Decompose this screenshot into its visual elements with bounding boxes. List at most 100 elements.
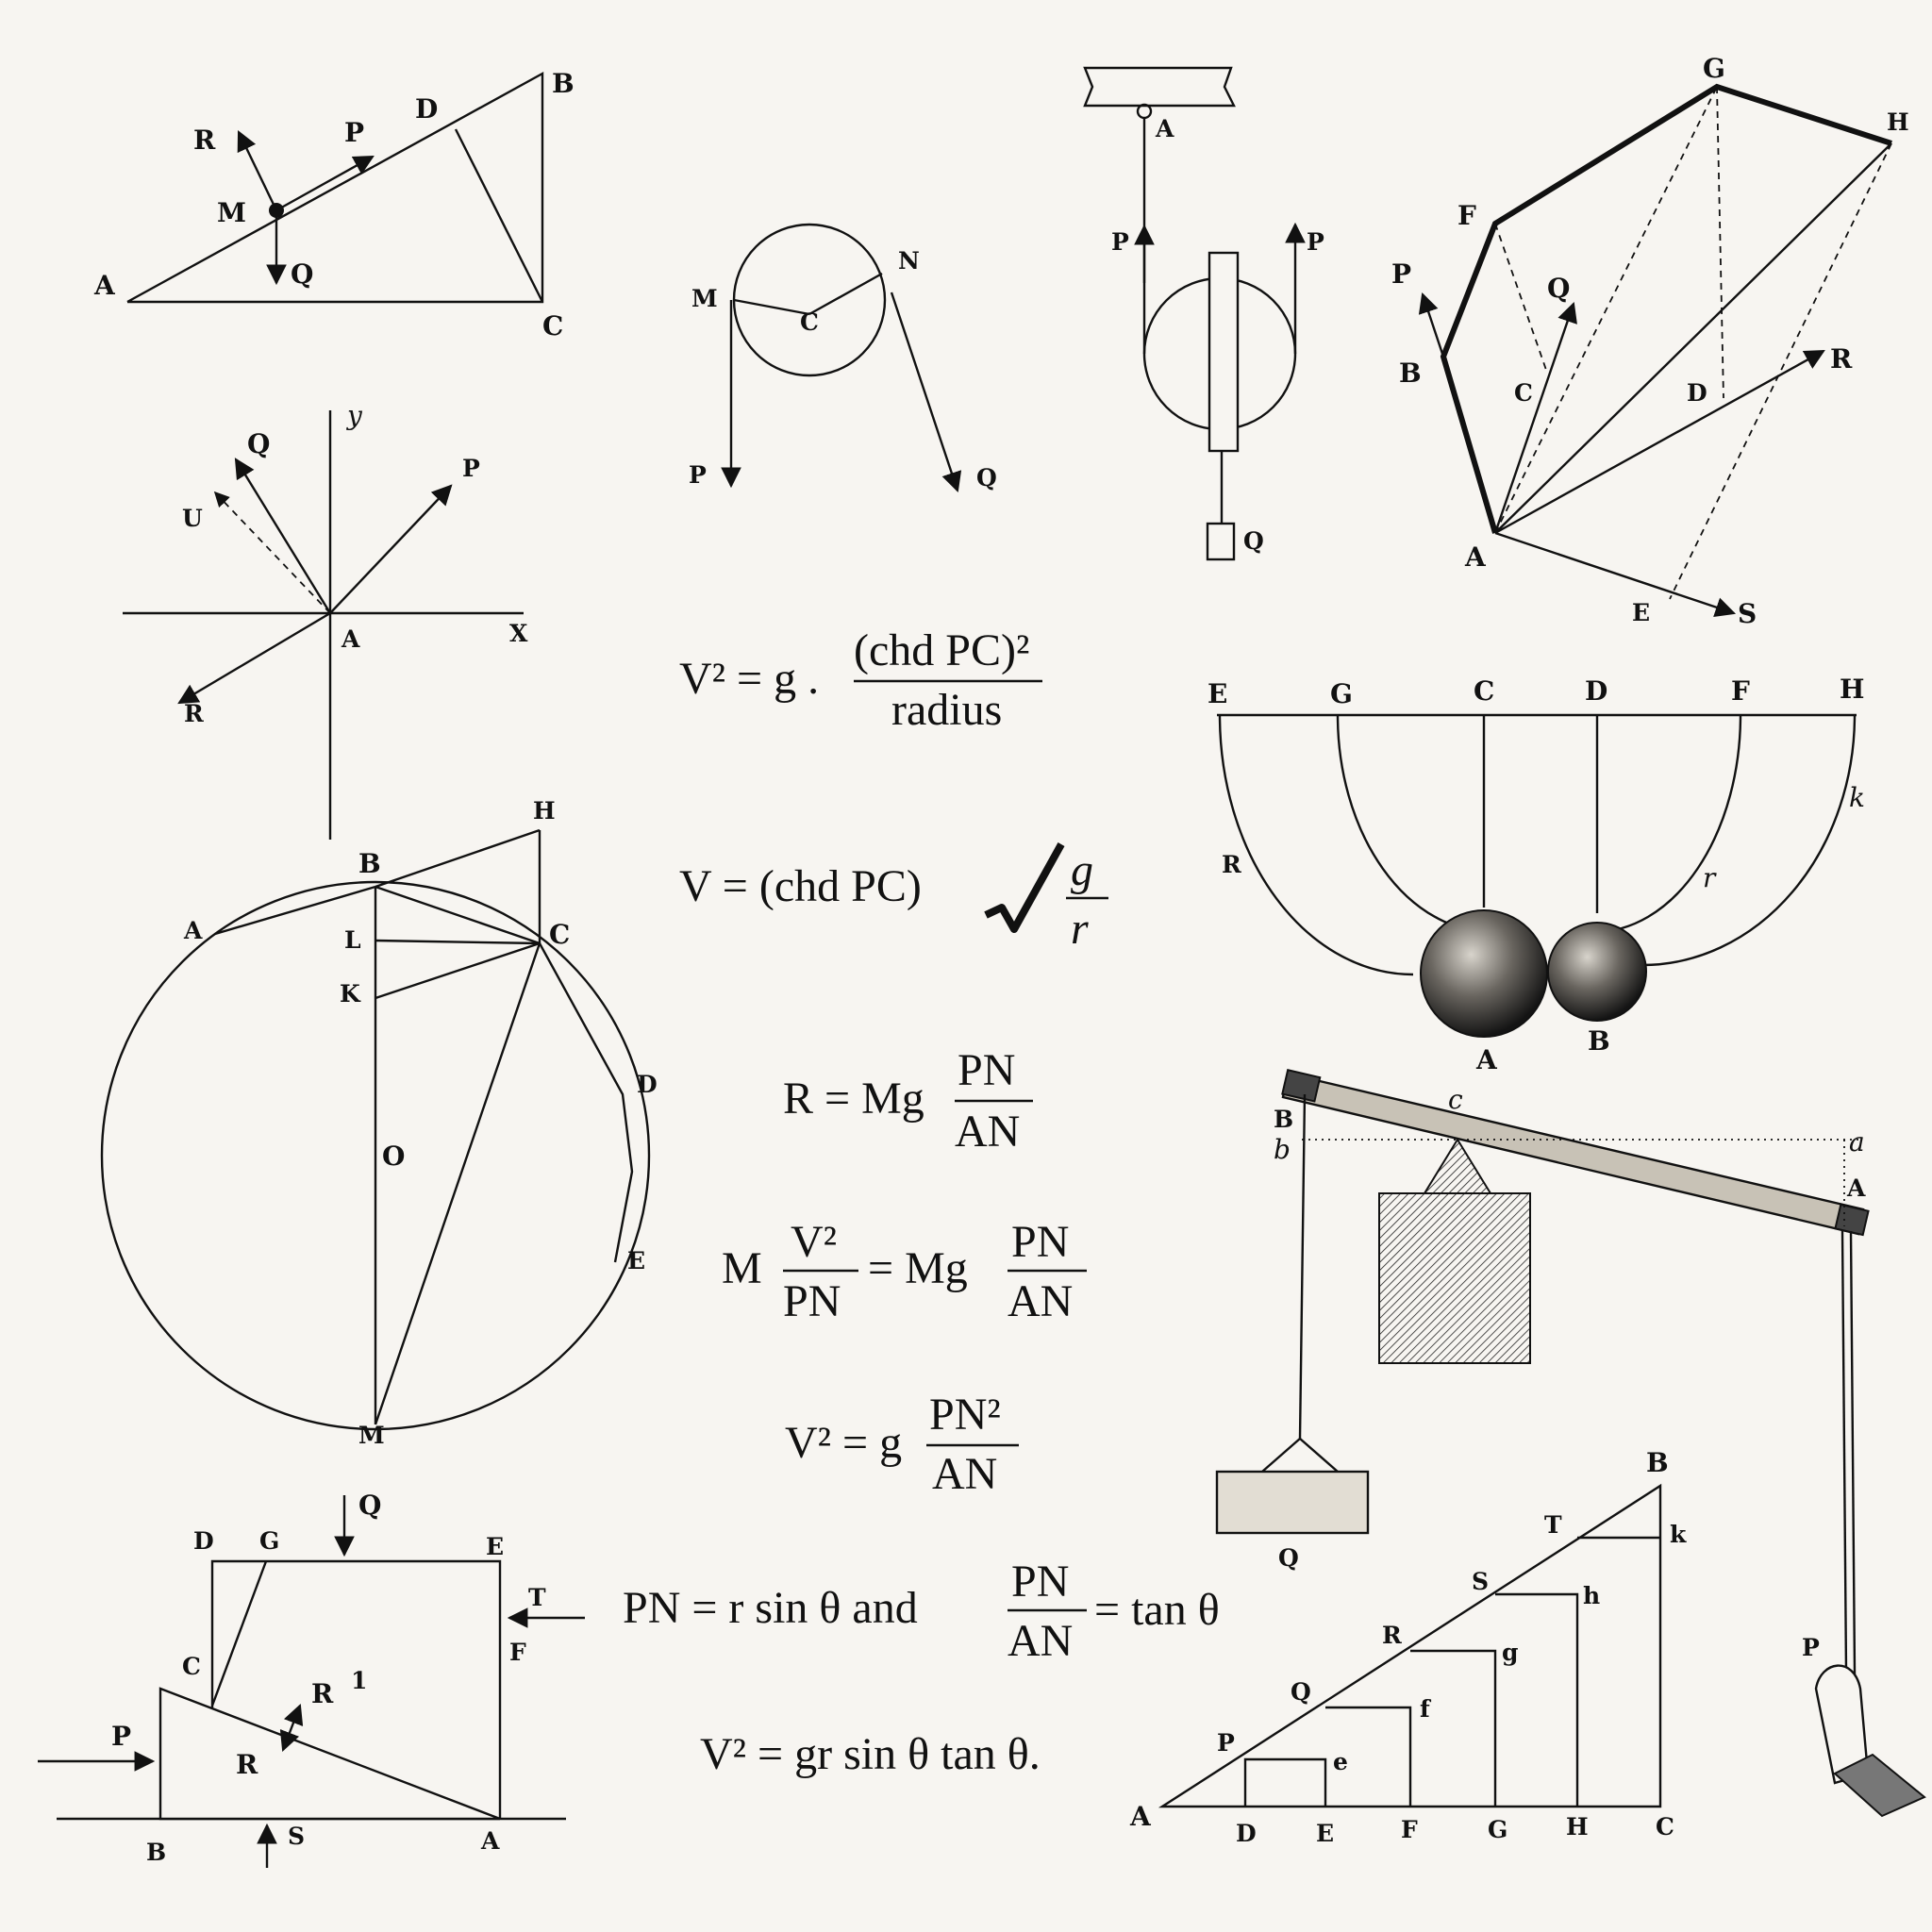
label-D: D: [637, 1071, 658, 1098]
label-S: S: [288, 1823, 305, 1850]
eq4-pre: M: [722, 1243, 762, 1293]
label-C: C: [1474, 675, 1494, 707]
label-F: F: [509, 1639, 526, 1666]
label-L: L: [344, 926, 361, 954]
label-E: E: [486, 1533, 504, 1560]
eq5-den: AN: [932, 1449, 997, 1499]
label-P: P: [1391, 258, 1411, 290]
label-H: H: [1566, 1813, 1589, 1840]
label-B: B: [552, 68, 575, 99]
label-O: O: [382, 1141, 405, 1172]
polygon-forces-diagram: G H F P Q B C D R A E S: [1391, 53, 1909, 629]
eq3-den: AN: [955, 1107, 1020, 1157]
label-F: F: [1401, 1816, 1418, 1843]
equation-5: V² = g PN² AN: [785, 1390, 1019, 1499]
label-A: A: [480, 1827, 500, 1855]
eq4-den2: AN: [1008, 1276, 1073, 1326]
eq4-num1: V²: [791, 1217, 837, 1267]
label-g: g: [1502, 1639, 1518, 1666]
label-A: A: [93, 270, 116, 301]
eq6-den: AN: [1008, 1616, 1073, 1666]
label-B: B: [1274, 1106, 1293, 1133]
label-C: C: [549, 919, 570, 950]
label-R-prime: R: [311, 1678, 334, 1709]
label-C: C: [800, 308, 819, 336]
label-M: M: [691, 285, 718, 312]
label-G: G: [1488, 1816, 1507, 1843]
equation-4: M V² PN = Mg PN AN: [722, 1217, 1087, 1326]
label-P: P: [111, 1721, 131, 1752]
label-Q: Q: [358, 1490, 381, 1521]
label-R: R: [1382, 1622, 1402, 1649]
label-R-prime-superscript: 1: [351, 1667, 367, 1694]
label-C: C: [1514, 379, 1533, 407]
label-A: A: [1155, 115, 1174, 142]
label-A: A: [341, 625, 360, 653]
label-P-left: P: [1111, 228, 1129, 256]
equation-2: V = (chd PC) g r: [679, 842, 1108, 954]
staircase-triangle-diagram: B T k S h R g Q f P e A D E F G H C: [1129, 1447, 1687, 1847]
label-A: A: [1464, 541, 1487, 573]
label-G: G: [259, 1527, 279, 1555]
label-D: D: [1687, 379, 1707, 407]
label-y: y: [345, 400, 363, 431]
label-U: U: [182, 505, 203, 532]
label-E: E: [1208, 678, 1227, 709]
eq1-den: radius: [891, 685, 1002, 735]
label-B: B: [358, 848, 381, 879]
eq5-num: PN²: [929, 1390, 1001, 1440]
hanging-pulley-diagram: A P P Q: [1083, 66, 1324, 561]
block-wedge-diagram: Q D G E T C F R 1 P R B S A: [38, 1490, 585, 1868]
pulley-circle-diagram: M N C P Q: [689, 223, 997, 493]
eq6-rhs: = tan θ: [1094, 1585, 1220, 1635]
eq3-lhs: R = Mg: [783, 1074, 924, 1124]
label-C: C: [1656, 1813, 1674, 1840]
label-S: S: [1738, 598, 1757, 629]
label-P: P: [344, 117, 364, 148]
label-P: P: [1217, 1729, 1235, 1757]
label-F: F: [1457, 200, 1476, 231]
eq6-lhs: PN = r sin θ and: [623, 1583, 918, 1633]
label-B: B: [1646, 1447, 1669, 1478]
label-K: K: [340, 980, 361, 1008]
axes-forces-diagram: y Q P U A X R: [123, 400, 528, 840]
circle-chords-diagram: H B A L C K D O E M: [100, 797, 658, 1449]
label-C: C: [542, 310, 563, 341]
equations: V² = g . (chd PC)² radius V = (chd PC) g…: [623, 625, 1220, 1779]
label-Q: Q: [1547, 273, 1570, 304]
label-G: G: [1330, 678, 1353, 709]
equation-7: V² = gr sin θ tan θ.: [700, 1729, 1041, 1779]
equation-1: V² = g . (chd PC)² radius: [679, 625, 1042, 735]
eq2-num: g: [1071, 845, 1093, 895]
label-Q: Q: [1278, 1544, 1299, 1572]
label-R: R: [1222, 851, 1241, 878]
label-F: F: [1731, 675, 1750, 707]
label-R: R: [236, 1749, 258, 1780]
label-R: R: [1830, 343, 1853, 375]
label-f: f: [1420, 1695, 1432, 1723]
label-D: D: [415, 93, 438, 125]
label-E: E: [1632, 599, 1650, 626]
equation-3: R = Mg PN AN: [783, 1045, 1033, 1157]
label-H: H: [1840, 674, 1864, 705]
eq4-mid: = Mg: [868, 1243, 968, 1293]
label-Q: Q: [976, 464, 997, 491]
label-r: r: [1703, 862, 1717, 893]
label-k: k: [1849, 782, 1865, 813]
equation-6: PN = r sin θ and PN AN = tan θ: [623, 1557, 1220, 1666]
eq4-num2: PN: [1011, 1217, 1069, 1267]
label-E: E: [627, 1247, 645, 1274]
lever-balance-diagram: B b c a A Q P: [1215, 1069, 1926, 1818]
label-M: M: [358, 1422, 385, 1449]
label-T: T: [528, 1584, 546, 1611]
eq2-den: r: [1071, 904, 1089, 954]
label-Q: Q: [1291, 1678, 1311, 1706]
label-B: B: [1399, 358, 1422, 389]
label-E: E: [1316, 1820, 1334, 1847]
label-B: B: [1588, 1025, 1610, 1057]
label-h: h: [1583, 1582, 1600, 1609]
label-A: A: [183, 917, 203, 944]
label-Q: Q: [1243, 527, 1264, 555]
label-A: A: [1846, 1174, 1866, 1202]
label-T: T: [1544, 1511, 1562, 1539]
